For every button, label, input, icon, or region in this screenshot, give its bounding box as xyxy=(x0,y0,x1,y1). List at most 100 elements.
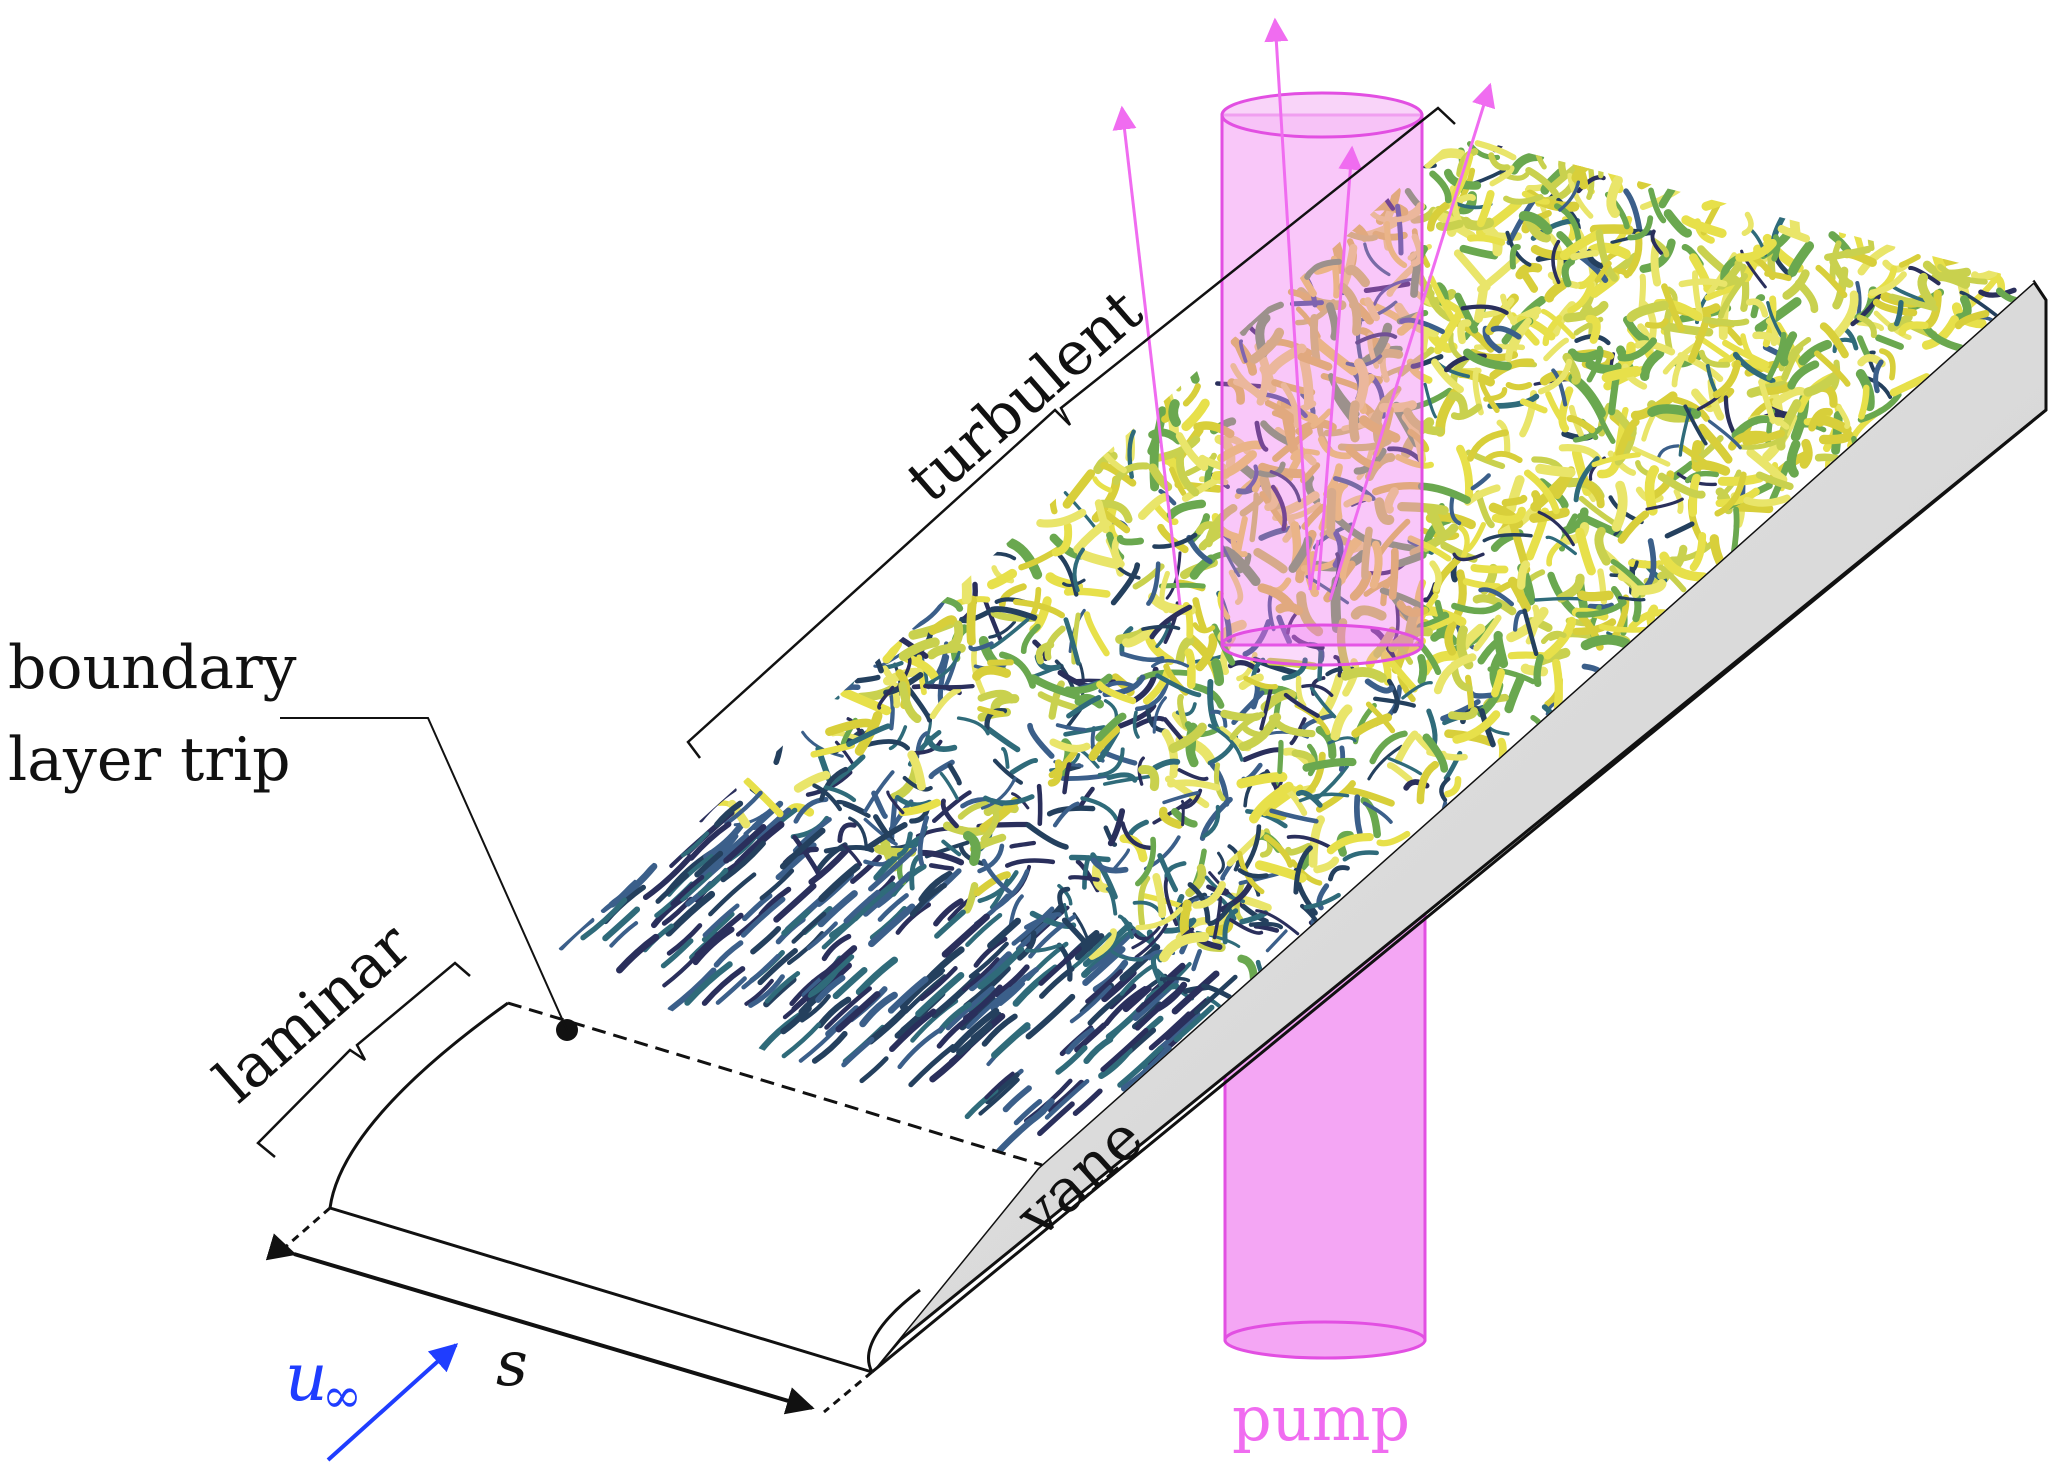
vortex-structure xyxy=(1158,582,1206,589)
vortex-structure xyxy=(1243,675,1278,690)
vortex-structure xyxy=(863,739,910,751)
vortex-structure xyxy=(1714,471,1747,517)
vortex-structure xyxy=(694,912,744,958)
vortex-structure xyxy=(993,964,1030,998)
vortex-structure xyxy=(1678,444,1717,472)
vortex-structure xyxy=(1017,930,1037,961)
vortex-structure xyxy=(1386,678,1400,714)
vortex-structure xyxy=(1435,219,1464,232)
vortex-structure xyxy=(1545,535,1577,556)
vortex-structure xyxy=(994,869,1030,911)
vortex-structure xyxy=(1717,273,1749,319)
vortex-structure xyxy=(1119,651,1165,663)
vortex-structure xyxy=(1931,234,1947,273)
vortex-structure xyxy=(1057,884,1073,906)
vortex-structure xyxy=(1280,382,1301,429)
vortex-structure xyxy=(1858,384,1870,420)
vortex-structure xyxy=(825,1005,860,1037)
vortex-structure xyxy=(1110,562,1141,606)
vortex-structure xyxy=(1755,471,1794,491)
vortex-structure xyxy=(1924,289,1942,329)
vortex-structure xyxy=(1217,440,1264,463)
vortex-structure xyxy=(911,739,943,755)
vortex-structure xyxy=(1504,673,1526,714)
vortex-structure xyxy=(1121,627,1156,648)
vortex-structure xyxy=(1771,234,1781,262)
vortex-structure xyxy=(1644,465,1660,516)
vortex-structure xyxy=(1290,859,1323,886)
vortex-structure xyxy=(1249,327,1285,364)
vortex-structure xyxy=(1818,430,1854,445)
vortex-structure xyxy=(1537,358,1573,395)
vortex-structure xyxy=(1221,546,1261,587)
vortex-structure xyxy=(1444,776,1462,798)
vortex-structure xyxy=(1463,348,1512,371)
vortex-structure xyxy=(773,719,784,765)
vortex-structure xyxy=(1473,614,1502,652)
label-freestream-subscript: ∞ xyxy=(322,1368,362,1424)
vortex-structure xyxy=(1192,622,1216,634)
vortex-structure xyxy=(815,974,846,1003)
vortex-structure xyxy=(987,568,1018,590)
vortex-structure xyxy=(1272,491,1320,519)
vortex-structure xyxy=(1970,268,1998,282)
vortex-structure xyxy=(1048,748,1078,779)
vortex-structure xyxy=(919,966,958,1001)
vortex-structure xyxy=(779,827,826,870)
vortex-structure xyxy=(1167,779,1221,791)
vortex-structure xyxy=(1192,597,1207,632)
vortex-structure xyxy=(1894,299,1904,327)
vortex-structure xyxy=(1301,713,1335,730)
vortex-structure xyxy=(1937,263,1988,285)
vortex-structure xyxy=(1332,530,1344,568)
vortex-structure xyxy=(1036,508,1087,528)
vortex-structure xyxy=(1533,654,1544,688)
vortex-structure xyxy=(1815,264,1848,299)
vortex-structure xyxy=(1394,454,1434,469)
vortex-structure xyxy=(1308,815,1325,868)
vortex-structure xyxy=(1580,634,1631,651)
vortex-structure xyxy=(1772,386,1807,407)
vortex-structure xyxy=(1776,399,1802,451)
vortex-structure xyxy=(1358,415,1401,443)
vortex-structure xyxy=(1351,713,1393,738)
vortex-structure xyxy=(1008,894,1024,928)
vortex-structure xyxy=(832,966,868,1000)
trip-line xyxy=(507,1001,1043,1167)
vortex-structure xyxy=(616,933,660,974)
vortex-structure xyxy=(1269,470,1302,503)
vortex-structure xyxy=(1872,298,1918,317)
vortex-structure xyxy=(1683,404,1708,446)
vortex-structure xyxy=(911,598,946,630)
vortex-structure xyxy=(1469,691,1494,699)
vortex-structure xyxy=(1457,524,1470,561)
vortex-structure xyxy=(1608,362,1622,416)
vortex-structure xyxy=(1266,343,1307,375)
vortex-structure xyxy=(759,868,795,901)
vortex-structure xyxy=(1467,429,1509,462)
vortex-structure xyxy=(1298,792,1350,803)
vortex-structure xyxy=(1490,325,1522,340)
vortex-structure xyxy=(1259,687,1273,731)
vortex-structure xyxy=(1152,797,1193,825)
vortex-structure xyxy=(558,917,595,951)
vortex-structure xyxy=(904,968,946,1006)
vortex-structure xyxy=(873,835,923,881)
vortex-structure xyxy=(1195,521,1223,535)
vortex-structure xyxy=(701,911,735,942)
vortex-structure xyxy=(1540,630,1567,645)
vortex-structure xyxy=(1378,400,1417,413)
vortex-structure xyxy=(852,881,896,922)
vortex-structure xyxy=(1240,301,1284,336)
vortex-structure xyxy=(1141,624,1181,631)
vortex-structure xyxy=(1978,287,2017,298)
freestream-arrow xyxy=(326,1343,459,1462)
vortex-structure xyxy=(1221,545,1241,578)
vortex-structure xyxy=(1372,482,1423,496)
vortex-structure xyxy=(694,850,724,878)
vortex-structure xyxy=(1707,419,1742,450)
vortex-structure xyxy=(1730,506,1740,556)
vortex-structure xyxy=(1088,424,1115,453)
vortex-structure xyxy=(1544,279,1568,303)
